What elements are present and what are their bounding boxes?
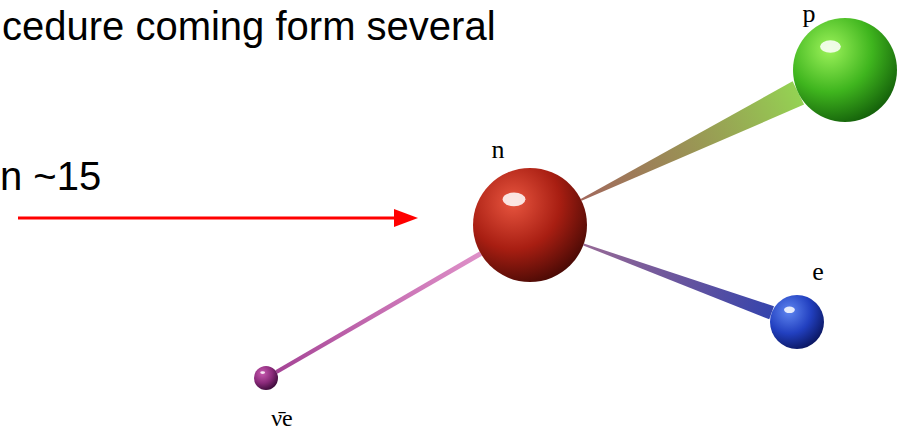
sphere-body: [793, 18, 897, 122]
pointer-arrow: [18, 209, 418, 227]
slide-text: cedure coming form several: [2, 6, 496, 46]
sphere-highlight: [784, 307, 795, 313]
arrow-head: [394, 209, 418, 227]
sphere-outline: [770, 295, 824, 349]
sphere-outline: [793, 18, 897, 122]
slide-text: n ~15: [0, 156, 101, 196]
sphere-highlight: [503, 193, 526, 207]
sphere-outline: [473, 168, 587, 282]
particle-sphere: p: [793, 18, 897, 122]
sphere-highlight: [820, 40, 841, 52]
sphere-highlight: [260, 371, 265, 374]
particle-trail: [275, 251, 482, 373]
particle-label: n: [492, 137, 505, 163]
particle-label: ν̄e: [271, 406, 293, 430]
arrow-shaft: [18, 217, 396, 220]
particle-label: p: [803, 1, 816, 27]
particle-label: e: [812, 259, 824, 285]
sphere-body: [254, 366, 278, 390]
particle-sphere: ν̄e: [254, 366, 278, 390]
particle-trail: [583, 244, 774, 320]
sphere-body: [473, 168, 587, 282]
sphere-body: [770, 295, 824, 349]
sphere-outline: [254, 366, 278, 390]
particle-trail: [581, 81, 804, 200]
particle-sphere: n: [473, 168, 587, 282]
edge-layer: [275, 81, 804, 373]
particle-sphere: e: [770, 295, 824, 349]
